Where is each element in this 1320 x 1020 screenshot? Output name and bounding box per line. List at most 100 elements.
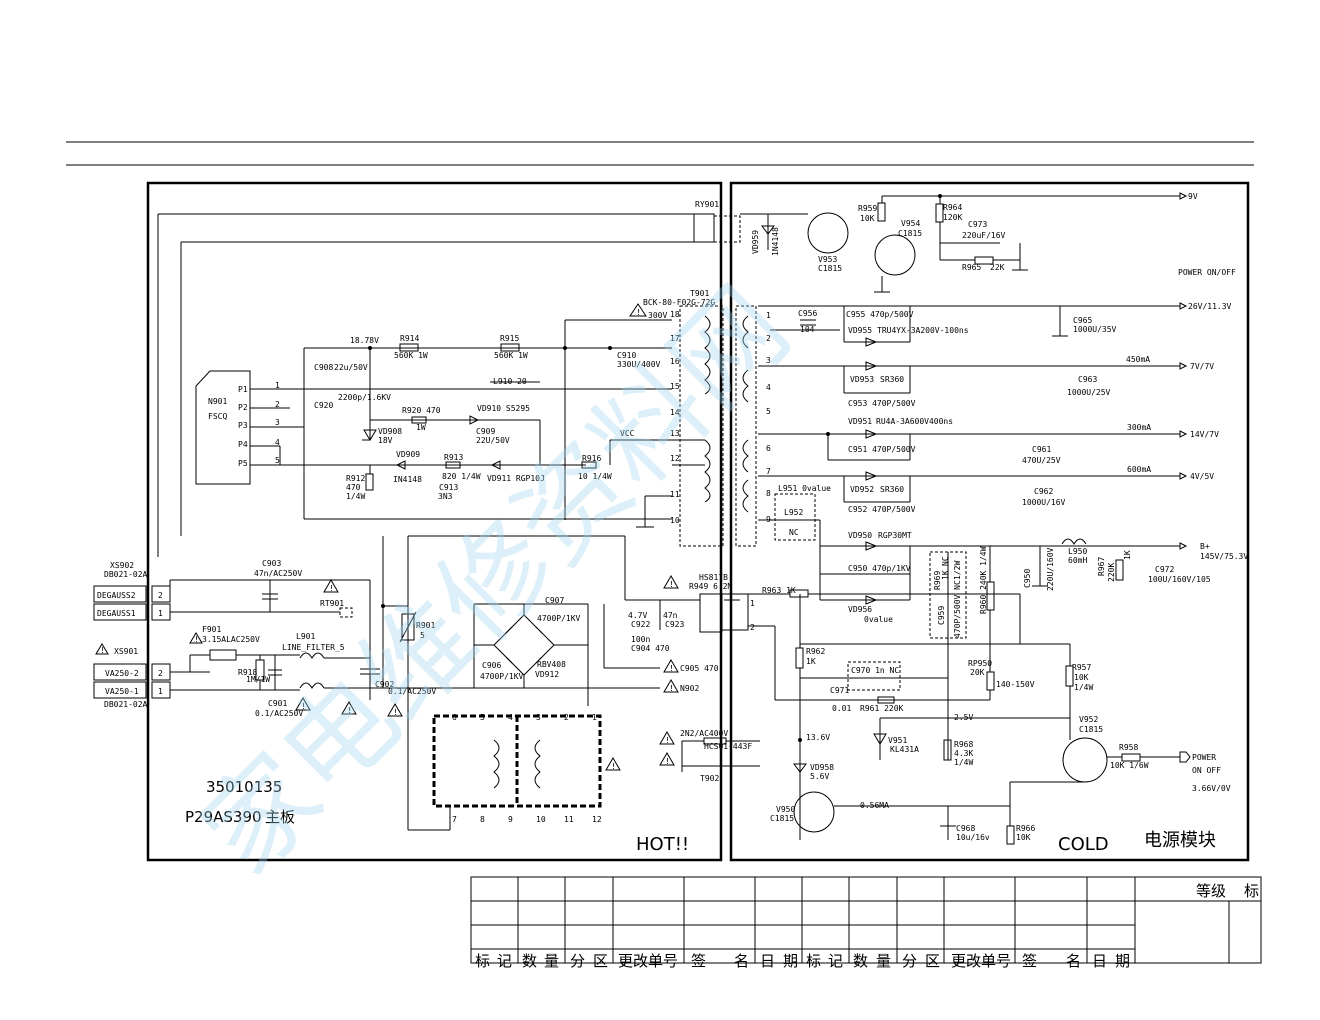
- svg-text:R962: R962: [806, 647, 825, 656]
- ic-pin-p5: P5: [238, 459, 248, 468]
- svg-text:4.7V: 4.7V: [628, 611, 647, 620]
- svg-text:5.6V: 5.6V: [810, 772, 829, 781]
- connector-degauss1: [93, 603, 147, 621]
- svg-text:1000U/16V: 1000U/16V: [1022, 498, 1066, 507]
- svg-text:8: 8: [480, 815, 485, 824]
- svg-text:L910 20: L910 20: [493, 377, 527, 386]
- svg-text:ON OFF: ON OFF: [1192, 766, 1221, 775]
- svg-text:区: 区: [593, 952, 608, 970]
- svg-text:C962: C962: [1034, 487, 1053, 496]
- board-part-number: 35010135: [206, 778, 282, 796]
- svg-text:1: 1: [766, 311, 771, 320]
- svg-text:1K: 1K: [806, 657, 816, 666]
- board-model: P29AS390: [185, 808, 262, 826]
- svg-text:R915: R915: [500, 334, 519, 343]
- svg-text:2: 2: [275, 400, 280, 409]
- rail-7v: 7V/7V: [1190, 362, 1214, 371]
- svg-text:1000U/35V: 1000U/35V: [1073, 325, 1117, 334]
- transformer-t901: [679, 305, 724, 547]
- svg-text:VD951: VD951: [848, 417, 872, 426]
- svg-text:标: 标: [475, 952, 490, 970]
- svg-text:VD910 S5295: VD910 S5295: [477, 404, 530, 413]
- svg-text:R918: R918: [238, 668, 257, 677]
- svg-text:26V/11.3V: 26V/11.3V: [1188, 302, 1232, 311]
- svg-text:VD955: VD955: [848, 326, 872, 335]
- svg-text:日: 日: [1092, 952, 1107, 970]
- svg-text:分: 分: [902, 952, 917, 970]
- svg-text:10K 1/6W: 10K 1/6W: [1110, 761, 1149, 770]
- svg-text:18: 18: [670, 310, 680, 319]
- svg-text:2: 2: [158, 669, 163, 678]
- svg-text:470U/25V: 470U/25V: [1022, 456, 1061, 465]
- svg-text:0.1/AC250V: 0.1/AC250V: [255, 709, 303, 718]
- svg-text:C904 470: C904 470: [631, 644, 670, 653]
- svg-text:10K: 10K: [860, 214, 875, 223]
- svg-text:R963 1K: R963 1K: [762, 586, 796, 595]
- svg-text:C970 1n NC: C970 1n NC: [851, 666, 899, 675]
- svg-text:R913: R913: [444, 453, 463, 462]
- svg-text:C1815: C1815: [818, 264, 842, 273]
- svg-text:3: 3: [766, 356, 771, 365]
- svg-text:22u/50V: 22u/50V: [334, 363, 368, 372]
- t902-pins-top: 6 5 4 3 2 1: [452, 713, 597, 722]
- grade-label: 等级: [1196, 882, 1226, 900]
- svg-text:4: 4: [508, 713, 513, 722]
- svg-text:B+: B+: [1200, 542, 1210, 551]
- svg-text:820 1/4W: 820 1/4W: [442, 472, 481, 481]
- svg-text:20K: 20K: [970, 668, 985, 677]
- svg-text:KL431A: KL431A: [890, 745, 919, 754]
- svg-text:4700P/1KV: 4700P/1KV: [480, 672, 524, 681]
- svg-text:2: 2: [750, 623, 755, 632]
- svg-text:更改单号: 更改单号: [951, 952, 1011, 970]
- ic-pin-p4: P4: [238, 440, 248, 449]
- svg-text:1/2W: 1/2W: [953, 561, 962, 580]
- svg-text:C951 470P/500V: C951 470P/500V: [848, 445, 916, 454]
- svg-text:数: 数: [522, 952, 537, 970]
- svg-text:R901: R901: [416, 621, 435, 630]
- svg-text:POWER ON/OFF: POWER ON/OFF: [1178, 268, 1236, 277]
- svg-text:560K 1W: 560K 1W: [394, 351, 428, 360]
- svg-text:!: !: [611, 762, 616, 771]
- svg-text:9: 9: [508, 815, 513, 824]
- svg-text:13: 13: [670, 429, 680, 438]
- svg-text:DEGAUSS2: DEGAUSS2: [97, 591, 136, 600]
- svg-text:3N3: 3N3: [438, 492, 453, 501]
- svg-text:!: !: [194, 635, 199, 644]
- svg-text:3: 3: [536, 713, 541, 722]
- svg-text:1/4W: 1/4W: [346, 492, 365, 501]
- svg-text:1: 1: [275, 381, 280, 390]
- ic-pin-p2: P2: [238, 403, 248, 412]
- svg-text:V950: V950: [776, 805, 795, 814]
- svg-text:SR360: SR360: [880, 485, 904, 494]
- svg-text:10: 10: [536, 815, 546, 824]
- svg-text:10u/16v: 10u/16v: [956, 833, 990, 842]
- svg-text:10K: 10K: [1074, 673, 1089, 682]
- svg-text:1K: 1K: [1123, 550, 1132, 560]
- svg-text:C961: C961: [1032, 445, 1051, 454]
- svg-text:VA250-1: VA250-1: [105, 687, 139, 696]
- svg-text:记: 记: [497, 952, 512, 970]
- ic-part: FSCQ: [208, 412, 227, 421]
- svg-text:0.1/AC250V: 0.1/AC250V: [388, 687, 436, 696]
- cold-label: COLD: [1058, 834, 1109, 855]
- svg-text:100n: 100n: [631, 635, 650, 644]
- svg-text:签: 签: [691, 952, 706, 970]
- svg-text:POWER: POWER: [1192, 753, 1216, 762]
- hot-label: HOT!!: [636, 834, 689, 855]
- svg-text:1: 1: [750, 599, 755, 608]
- svg-text:10 1/4W: 10 1/4W: [578, 472, 612, 481]
- svg-text:R965: R965: [962, 263, 981, 272]
- svg-text:C956: C956: [798, 309, 817, 318]
- svg-text:VD908: VD908: [378, 427, 402, 436]
- svg-text:1: 1: [158, 609, 163, 618]
- svg-text:C952 470P/500V: C952 470P/500V: [848, 505, 916, 514]
- svg-text:C920: C920: [314, 401, 333, 410]
- svg-text:470P/500V NC: 470P/500V NC: [953, 580, 962, 638]
- resistor-r915: [500, 343, 520, 352]
- svg-text:7: 7: [452, 815, 457, 824]
- svg-text:RP950: RP950: [968, 659, 992, 668]
- svg-text:4700P/1KV: 4700P/1KV: [537, 614, 581, 623]
- svg-text:V951: V951: [888, 736, 907, 745]
- svg-text:3.15ALAC250V: 3.15ALAC250V: [202, 635, 260, 644]
- svg-text:C907: C907: [545, 596, 564, 605]
